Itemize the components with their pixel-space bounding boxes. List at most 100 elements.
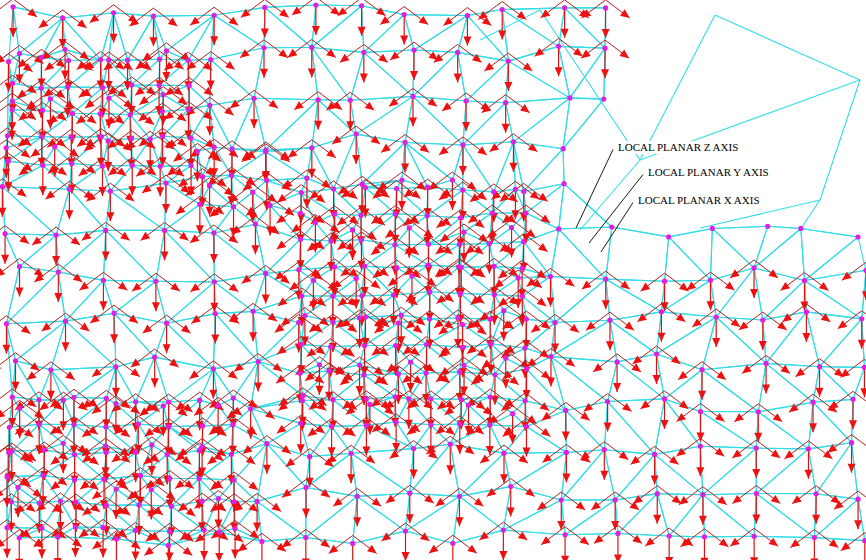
mesh-edge <box>214 273 265 281</box>
mesh-edge <box>661 312 716 317</box>
mesh-edge <box>301 344 330 346</box>
mesh-edge <box>804 281 861 319</box>
mesh-edge <box>716 317 766 363</box>
mesh-edge <box>466 101 506 103</box>
mesh-edge <box>565 533 618 534</box>
mesh-edge <box>63 425 74 444</box>
mesh-edge <box>16 321 66 361</box>
mesh-edge <box>12 451 43 475</box>
mesh-edge <box>65 50 101 60</box>
mesh-edge <box>490 295 494 319</box>
mesh-edge <box>766 312 806 364</box>
mesh-edge <box>716 268 754 317</box>
mesh-edge <box>701 411 759 412</box>
mesh-edge <box>306 453 351 487</box>
mesh-edge <box>199 479 234 481</box>
mesh-edge <box>669 495 703 536</box>
mesh-edge <box>495 358 506 375</box>
mesh-edge <box>701 411 757 448</box>
mesh-edge <box>306 453 351 487</box>
mesh-edge <box>526 184 564 213</box>
mesh-edge <box>213 362 258 369</box>
mesh-edge <box>561 499 615 500</box>
mesh-edge <box>171 506 204 530</box>
mesh-edge <box>55 137 72 147</box>
mesh-edge <box>106 489 116 505</box>
mesh-edge <box>665 280 711 281</box>
mesh-edge <box>758 412 808 449</box>
mesh-edge <box>526 184 564 213</box>
mesh-edge <box>74 425 106 428</box>
mesh-edge <box>9 424 39 427</box>
mesh-edge <box>138 424 168 426</box>
mesh-edge <box>703 495 754 537</box>
mesh-edge <box>459 487 510 497</box>
mesh-edge <box>494 278 518 295</box>
mesh-edge <box>618 494 657 534</box>
mesh-edge <box>494 266 522 268</box>
mesh-edge <box>364 375 395 397</box>
mesh-edge <box>69 59 101 61</box>
mesh-edge <box>414 50 458 52</box>
mesh-edge <box>364 15 404 53</box>
mesh-edge <box>522 268 550 276</box>
mesh-edge <box>431 372 460 399</box>
mesh-edge <box>331 347 360 365</box>
mesh-edge <box>404 15 414 50</box>
mesh-edge <box>332 425 367 427</box>
mesh-edge <box>350 100 356 134</box>
mesh-edge <box>233 425 267 444</box>
mesh-edge <box>463 145 494 192</box>
mesh-edge <box>306 487 357 496</box>
mesh-edge <box>66 321 116 367</box>
mesh-edge <box>264 47 312 48</box>
mesh-edge <box>615 454 654 500</box>
mesh-edge <box>213 362 258 369</box>
mesh-edge <box>128 16 154 60</box>
mesh-edge <box>168 530 204 545</box>
mesh-edge <box>756 449 808 494</box>
mesh-edge <box>153 16 166 51</box>
mesh-edge <box>365 345 396 346</box>
mesh-edge <box>68 86 103 88</box>
mesh-edge <box>431 398 461 400</box>
mesh-edge <box>820 319 862 367</box>
mesh-edge <box>41 87 67 88</box>
mesh-edge <box>702 317 716 370</box>
mesh-edge <box>490 425 527 426</box>
mesh-edge <box>334 189 361 215</box>
mesh-edge <box>114 281 156 313</box>
mesh-edge <box>251 409 267 444</box>
mesh-edge <box>551 357 608 402</box>
mesh-edge <box>166 15 214 51</box>
mesh-edge <box>251 409 267 444</box>
mesh-edge <box>312 134 356 148</box>
mesh-edge <box>365 295 393 317</box>
mesh-edge <box>169 425 203 427</box>
mesh-edge <box>768 226 801 228</box>
mesh-edge <box>106 505 135 530</box>
mesh-edge <box>106 505 135 530</box>
mesh-edge <box>203 405 219 425</box>
mesh-edge <box>214 282 253 312</box>
mesh-edge <box>203 405 219 425</box>
mesh-edge <box>12 424 39 451</box>
mesh-edge <box>103 280 155 282</box>
mesh-edge <box>490 375 495 397</box>
mesh-edge <box>701 370 703 412</box>
mesh-edge <box>159 85 189 86</box>
mesh-edge <box>20 235 57 266</box>
mesh-edge <box>458 52 509 61</box>
mesh-edge <box>559 184 564 229</box>
mesh-edge <box>106 230 156 281</box>
mesh-edge <box>431 425 450 444</box>
mesh-edge <box>267 423 301 443</box>
mesh-edge <box>396 422 431 425</box>
mesh-edge <box>801 228 858 237</box>
mesh-edge <box>41 87 67 88</box>
mesh-edge <box>459 453 504 496</box>
mesh-edge <box>302 280 314 296</box>
mesh-edge <box>132 165 160 167</box>
mesh-edge <box>263 7 265 47</box>
